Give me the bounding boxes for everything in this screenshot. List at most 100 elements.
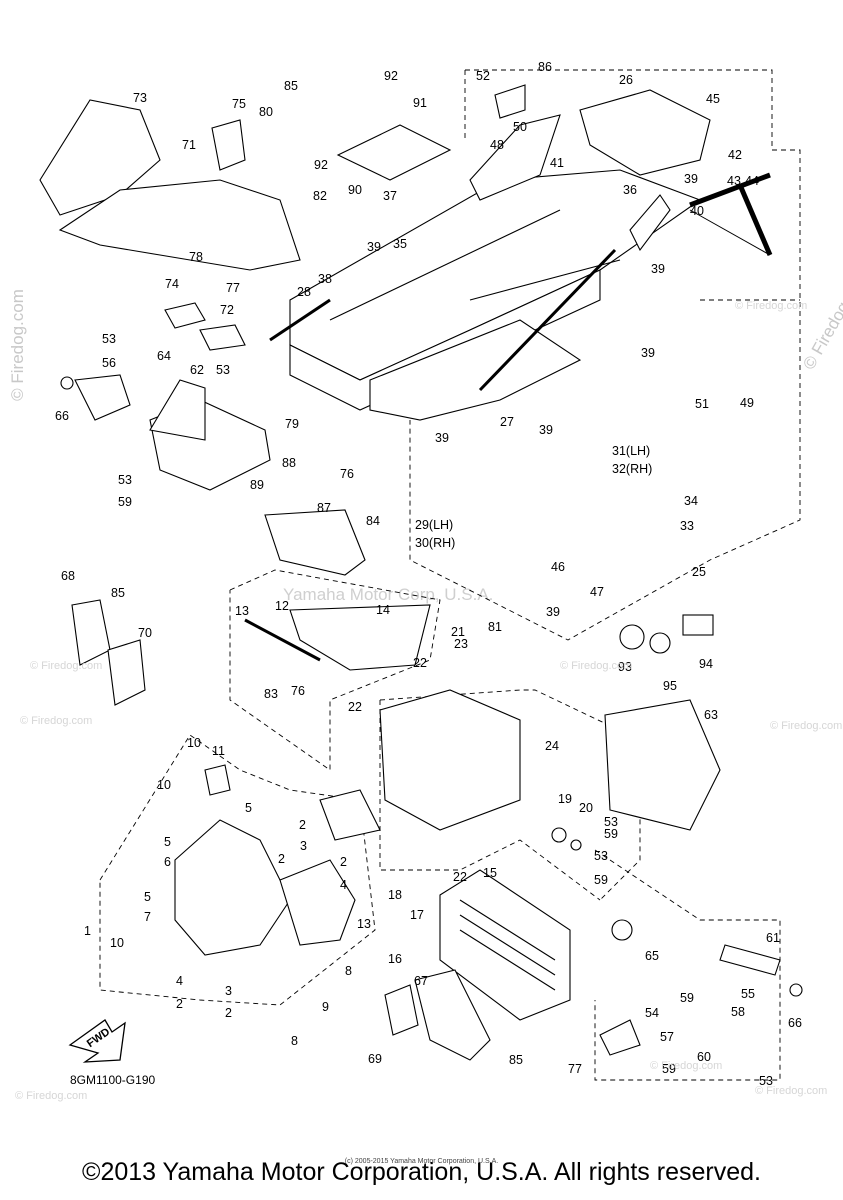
watermark-tile: © Firedog.com — [755, 1085, 828, 1097]
watermark-tile: © Firedog.com — [15, 1090, 88, 1102]
callout-label: 22 — [453, 870, 467, 884]
callout-label: 39 — [539, 423, 553, 437]
callout-label: 59 — [604, 827, 618, 841]
rear-brackets — [336, 84, 773, 256]
callout-label: 17 — [410, 908, 424, 922]
callout-label: 90 — [348, 183, 362, 197]
upper-cowl — [39, 99, 301, 351]
fwd-arrow — [68, 1019, 126, 1063]
watermark-center: Yamaha Motor Corp, U.S.A. — [283, 585, 494, 604]
callout-label: 54 — [645, 1006, 659, 1020]
callout-label: 64 — [157, 349, 171, 363]
callout-label: 53 — [594, 849, 608, 863]
callout-label: 77 — [226, 281, 240, 295]
callout-label: 20 — [579, 801, 593, 815]
diagram-drawing — [39, 69, 803, 1081]
callout-label: 71 — [182, 138, 196, 152]
plate-87 — [264, 509, 366, 576]
callout-label: 48 — [490, 138, 504, 152]
callout-label: 59 — [662, 1062, 676, 1076]
callout-label: 35 — [393, 237, 407, 251]
callout-label: 86 — [538, 60, 552, 74]
callout-label: 11 — [212, 744, 225, 758]
callout-label: 78 — [189, 250, 203, 264]
callout-label: 26 — [619, 73, 633, 87]
callout-label: 40 — [690, 204, 704, 218]
callout-label: 5 — [164, 835, 171, 849]
callout-label: 22 — [413, 656, 427, 670]
callout-label: 13 — [235, 604, 249, 618]
front-frame — [174, 689, 582, 956]
callout-label: 89 — [250, 478, 264, 492]
callout-label: 39 — [641, 346, 655, 360]
callout-label: 6 — [164, 855, 171, 869]
callout-label: 47 — [590, 585, 604, 599]
callout-label: 92 — [314, 158, 328, 172]
watermark-tile: © Firedog.com — [30, 660, 103, 672]
callout-label: 7 — [144, 910, 151, 924]
watermark-tile: © Firedog.com — [770, 720, 843, 732]
callout-label: 38 — [318, 272, 332, 286]
callout-label: 68 — [61, 569, 75, 583]
callout-label: 82 — [313, 189, 327, 203]
callout-label: 10 — [157, 778, 171, 792]
callout-label: 5 — [144, 890, 151, 904]
diagram-code: 8GM1100-G190 — [70, 1073, 156, 1087]
callout-label: 3 — [225, 984, 232, 998]
callout-label: 73 — [133, 91, 147, 105]
callout-label: 57 — [660, 1030, 674, 1044]
group-boundaries — [99, 69, 801, 1081]
callout-label: 50 — [513, 120, 527, 134]
callout-label: 10 — [187, 736, 201, 750]
callout-label: 74 — [165, 277, 179, 291]
callout-label: 69 — [368, 1052, 382, 1066]
tunnel-frame — [269, 169, 702, 421]
callout-label: 77 — [568, 1062, 582, 1076]
callout-label: 75 — [232, 97, 246, 111]
callout-label: 39 — [435, 431, 449, 445]
watermark-tile: © Firedog.com — [650, 1060, 723, 1072]
callout-label: 2 — [225, 1006, 232, 1020]
callout-label: 32(RH) — [612, 462, 652, 476]
watermark-tile: © Firedog.com — [560, 660, 633, 672]
callout-label: 29(LH) — [415, 518, 453, 532]
callout-label: 85 — [509, 1053, 523, 1067]
callout-label: 18 — [388, 888, 402, 902]
callout-label: 56 — [102, 356, 116, 370]
callout-label: 10 — [110, 936, 124, 950]
callout-label: 79 — [285, 417, 299, 431]
callout-label: 2 — [299, 818, 306, 832]
callout-label: 22 — [348, 700, 362, 714]
callout-label: 88 — [282, 456, 296, 470]
callout-label: 37 — [383, 189, 397, 203]
callout-label: 39 — [546, 605, 560, 619]
part-67 — [414, 969, 491, 1061]
front-bracket-64 — [60, 374, 271, 491]
callout-label: 39 — [367, 240, 381, 254]
callout-label: 25 — [692, 565, 706, 579]
part-70 — [107, 639, 146, 706]
callout-label: 70 — [138, 626, 152, 640]
callout-label: 4 — [176, 974, 183, 988]
callout-label: 72 — [220, 303, 234, 317]
cover-63 — [604, 699, 721, 831]
callout-label: 19 — [558, 792, 572, 806]
copyright-footer: ©2013 Yamaha Motor Corporation, U.S.A. A… — [82, 1158, 761, 1186]
callout-label: 15 — [483, 866, 497, 880]
callout-label: 58 — [731, 1005, 745, 1019]
callout-label: 62 — [190, 363, 204, 377]
callout-label: 16 — [388, 952, 402, 966]
callout-label: 1 — [84, 924, 91, 938]
callout-label: 36 — [623, 183, 637, 197]
callout-label: 2 — [340, 855, 347, 869]
part-69 — [384, 984, 419, 1036]
callout-label: 14 — [376, 603, 390, 617]
callout-label: 53 — [759, 1074, 773, 1088]
callout-label: 55 — [741, 987, 755, 1001]
callout-label: 76 — [340, 467, 354, 481]
callout-label: 44 — [745, 174, 759, 188]
callout-label: 66 — [55, 409, 69, 423]
callout-label: 43 — [727, 174, 741, 188]
